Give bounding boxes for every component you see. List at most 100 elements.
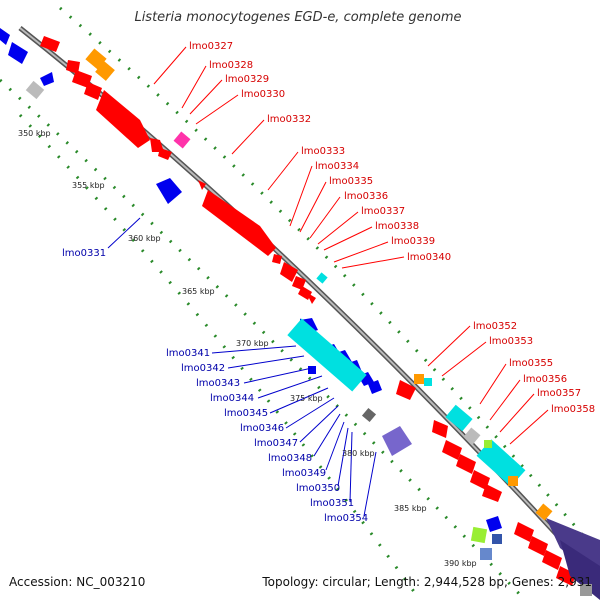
gene-red	[280, 262, 298, 282]
dotted-tracks	[0, 6, 600, 600]
gene-orange	[95, 61, 115, 81]
tick-label: 385 kbp	[394, 504, 427, 513]
gene-green	[470, 526, 488, 544]
gene-cyan	[445, 404, 473, 432]
gene-red	[482, 484, 502, 502]
gene-red	[470, 470, 490, 490]
gene-red	[84, 82, 102, 100]
gene-label: lmo0331	[62, 248, 106, 259]
gene-label: lmo0346	[240, 423, 284, 434]
gene-blue-small	[480, 548, 492, 560]
gene-orange	[85, 48, 107, 70]
gene-label: lmo0357	[537, 388, 581, 399]
gene-label: lmo0345	[224, 408, 268, 419]
gene-label: lmo0358	[551, 404, 595, 415]
gene-blue-small	[492, 534, 502, 544]
gene-blue	[486, 516, 502, 532]
gene-green	[484, 440, 492, 448]
gene-blue	[8, 42, 28, 64]
gene-red	[556, 566, 576, 586]
gene-red	[542, 550, 562, 570]
gene-label: lmo0355	[509, 358, 553, 369]
gene-label: lmo0336	[344, 191, 388, 202]
tick-label: 365 kbp	[182, 287, 215, 296]
forward-genes	[40, 36, 600, 600]
gene-magenta	[173, 131, 191, 149]
gene-orange	[535, 503, 553, 521]
red-gene-labels: lmo0327 lmo0328 lmo0329 lmo0330 lmo0332 …	[189, 41, 595, 415]
tick-label: 375 kbp	[290, 394, 323, 403]
backbone	[18, 26, 600, 584]
gene-cyan	[316, 272, 328, 284]
gene-label: lmo0329	[225, 74, 269, 85]
gene-label: lmo0335	[329, 176, 373, 187]
gene-blue-small	[308, 366, 316, 374]
gene-cyan	[476, 439, 526, 487]
tick-label: 355 kbp	[72, 181, 105, 190]
accession-text: Accession: NC_003210	[9, 575, 145, 589]
gene-red	[456, 454, 476, 474]
gene-label: lmo0327	[189, 41, 233, 52]
tick-label: 380 kbp	[342, 449, 375, 458]
gene-label: lmo0338	[375, 221, 419, 232]
gene-blue	[156, 178, 182, 204]
gene-label: lmo0343	[196, 378, 240, 389]
gene-label: lmo0332	[267, 114, 311, 125]
gene-label: lmo0340	[407, 252, 451, 263]
gene-red	[202, 190, 276, 256]
tick-label: 360 kbp	[128, 234, 161, 243]
tick-label: 370 kbp	[236, 339, 269, 348]
gene-red	[396, 380, 416, 400]
tick-label: 350 kbp	[18, 129, 51, 138]
gene-red	[272, 254, 282, 264]
gene-label: lmo0356	[523, 374, 567, 385]
gene-cyan	[424, 378, 432, 386]
gene-red	[198, 180, 206, 190]
gene-label: lmo0351	[310, 498, 354, 509]
gene-label: lmo0328	[209, 60, 253, 71]
gene-label: lmo0344	[210, 393, 254, 404]
gene-label: lmo0347	[254, 438, 298, 449]
gene-label: lmo0352	[473, 321, 517, 332]
blue-gene-labels: lmo0331 lmo0341 lmo0342 lmo0343 lmo0344 …	[62, 248, 368, 524]
gene-red	[528, 536, 548, 556]
gene-red	[72, 70, 92, 88]
gene-red	[514, 522, 534, 542]
gene-blue	[368, 380, 382, 394]
gene-red	[432, 420, 448, 438]
gene-label: lmo0333	[301, 146, 345, 157]
gene-grey	[463, 427, 481, 445]
gene-label: lmo0330	[241, 89, 285, 100]
gene-red	[442, 440, 462, 460]
gene-orange	[414, 374, 424, 384]
tick-labels: 350 kbp 355 kbp 360 kbp 365 kbp 370 kbp …	[18, 129, 477, 568]
gene-red	[40, 36, 60, 52]
inner-dotted-track	[0, 78, 527, 600]
gene-red	[96, 90, 150, 148]
gene-label: lmo0337	[361, 206, 405, 217]
map-title: Listeria monocytogenes EGD-e, complete g…	[134, 10, 461, 25]
gene-grey	[25, 80, 45, 100]
gene-orange	[508, 476, 518, 486]
reverse-genes	[0, 28, 502, 560]
gene-red	[306, 292, 316, 304]
gene-label: lmo0334	[315, 161, 359, 172]
topology-text: Topology: circular; Length: 2,944,528 bp…	[261, 575, 592, 589]
gene-label: lmo0341	[166, 348, 210, 359]
gene-label: lmo0350	[296, 483, 340, 494]
gene-label: lmo0349	[282, 468, 326, 479]
gene-cyan	[287, 318, 367, 392]
tick-label: 390 kbp	[444, 559, 477, 568]
gene-label: lmo0342	[181, 363, 225, 374]
gene-label: lmo0339	[391, 236, 435, 247]
gene-label: lmo0353	[489, 336, 533, 347]
gene-red	[158, 148, 172, 160]
gene-label: lmo0348	[268, 453, 312, 464]
gene-grey	[580, 584, 592, 596]
gene-blue	[0, 28, 10, 45]
gene-purple	[382, 426, 412, 456]
blue-leader-lines	[107, 217, 377, 517]
gene-label: lmo0354	[324, 513, 368, 524]
red-leader-lines	[153, 46, 549, 445]
